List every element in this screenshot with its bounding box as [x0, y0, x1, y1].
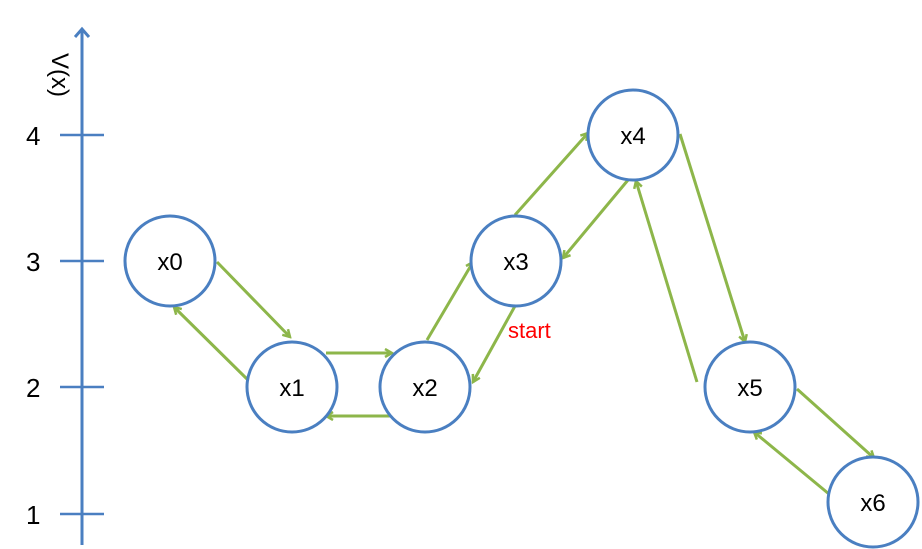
node-circle — [123, 214, 217, 308]
tick-label-2: 2 — [26, 373, 40, 403]
node-x1: x1 — [245, 340, 339, 434]
node-x2: x2 — [378, 340, 472, 434]
edge-x6-to-x5 — [754, 432, 830, 496]
node-circle — [469, 214, 563, 308]
edge-x2-to-x3 — [425, 262, 475, 341]
node-label: x1 — [279, 375, 304, 402]
node-circle — [245, 340, 339, 434]
tick-label-3: 3 — [26, 247, 40, 277]
node-label: x6 — [860, 490, 885, 517]
node-x0: x0 — [123, 214, 217, 308]
node-x4: x4 — [586, 88, 680, 182]
node-circle — [378, 340, 472, 434]
node-circle — [826, 455, 920, 549]
edge-x4-to-x5 — [678, 133, 745, 342]
edge-x5-to-x4 — [636, 181, 699, 383]
node-label: x0 — [157, 249, 182, 276]
node-label: x4 — [620, 123, 645, 150]
edge-x0-to-x1 — [215, 260, 290, 337]
start-label: start — [508, 318, 551, 343]
tick-label-1: 1 — [26, 500, 40, 530]
node-label: x2 — [412, 375, 437, 402]
edge-x5-to-x6 — [795, 387, 874, 458]
node-circle — [586, 88, 680, 182]
node-circle — [703, 340, 797, 434]
node-x3: x3 — [469, 214, 563, 308]
node-x5: x5 — [703, 340, 797, 434]
node-label: x3 — [503, 249, 528, 276]
tick-label-4: 4 — [26, 121, 40, 151]
node-label: x5 — [737, 375, 762, 402]
edge-x1-to-x0 — [174, 307, 252, 384]
node-x6: x6 — [826, 455, 920, 549]
edge-x3-to-x2 — [473, 305, 517, 382]
edge-x4-to-x3 — [563, 179, 630, 258]
edge-x3-to-x4 — [513, 133, 588, 216]
y-axis-label: V(x) — [46, 53, 73, 97]
